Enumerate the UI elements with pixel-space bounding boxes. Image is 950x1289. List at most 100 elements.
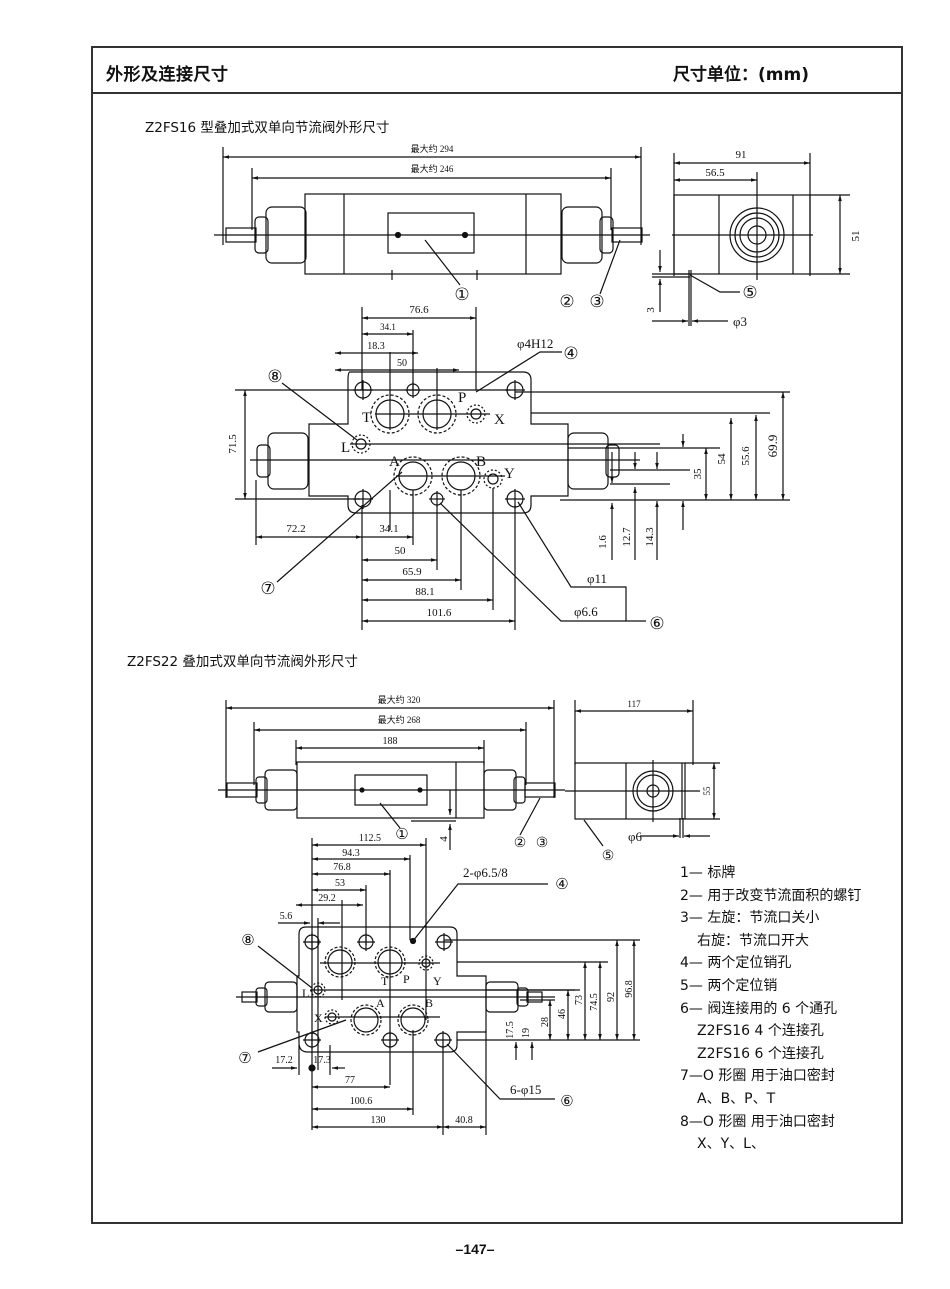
legend-item-5: 5— 两个定位销 [680,977,778,994]
dim-max-246: 最大约 246 [411,163,454,174]
dim-76-6: 76.6 [409,304,429,316]
dim-76-8: 76.8 [333,862,351,873]
page-title: 外形及连接尺寸 [106,65,229,85]
dim-71-5: 71.5 [227,434,239,454]
dim-50: 50 [397,358,407,369]
unit-label: 尺寸单位：(mm) [673,65,809,85]
legend-item-8: 8—O 形圈 用于油口密封 [680,1113,835,1130]
legend-item-7: 7—O 形圈 用于油口密封 [680,1068,835,1085]
holes-6-phi15: 6-φ15 [510,1082,541,1097]
page-number: –147– [455,1241,495,1257]
dim-73: 73 [574,995,585,1005]
hole-phi6-6: φ6.6 [574,604,598,619]
page-frame: 外形及连接尺寸 尺寸单位：(mm) [91,46,903,1224]
dim-40-8: 40.8 [455,1115,473,1126]
callout-2-z22: ② [514,836,527,851]
dim-188: 188 [383,736,398,747]
page-header: 外形及连接尺寸 尺寸单位：(mm) [93,48,901,94]
dim-50-b: 50 [395,545,407,557]
port-x-z22: X [314,1011,323,1025]
dim-92: 92 [606,992,617,1002]
dim-28: 28 [540,1017,551,1027]
legend-item-4: 4— 两个定位销孔 [680,955,792,972]
dim-34-1: 34.1 [380,322,396,332]
callout-6: ⑥ [649,614,664,633]
legend-item-3: 3— 左旋：节流口关小 [680,910,820,927]
z2fs22-bottom-view [236,838,640,1135]
callout-8: ⑧ [267,367,282,386]
port-b: B [476,454,486,470]
legend-item-2: 2— 用于改变节流面积的螺钉 [680,887,862,904]
dim-65-9: 65.9 [402,566,422,578]
port-y: Y [504,466,515,482]
callout-3-z22: ③ [536,836,549,851]
z2fs22-section-title: Z2FS22 叠加式双单向节流阀外形尺寸 [127,654,358,670]
dim-1-6: 1.6 [597,535,609,549]
z2fs16-front-view [214,147,650,295]
callout-1: ① [454,285,469,304]
z2fs16-section-title: Z2FS16 型叠加式双单向节流阀外形尺寸 [145,120,390,136]
port-p: P [458,390,466,406]
parts-legend: 1— 标牌 2— 用于改变节流面积的螺钉 3— 左旋：节流口关小 右旋：节流口开… [680,862,861,1156]
dim-35: 35 [692,468,704,480]
dim-18-3: 18.3 [367,341,385,352]
callout-4-z22: ④ [555,877,568,893]
dim-5-6: 5.6 [280,911,293,922]
dim-117: 117 [627,699,641,709]
port-p-z22: P [403,972,410,986]
dim-phi3: φ3 [733,314,747,329]
dim-94-3: 94.3 [342,848,360,859]
dim-4: 4 [438,836,450,842]
dim-77: 77 [345,1075,355,1086]
dim-72-2: 72.2 [286,523,305,535]
port-t-z22: T [381,974,389,988]
dim-91: 91 [736,149,747,161]
dim-130: 130 [371,1115,386,1126]
z2fs22-side-view [565,700,720,847]
legend-item-6a: Z2FS16 4 个连接孔 [697,1023,824,1040]
port-l-z22: L [302,986,309,1000]
dim-phi6: φ6 [628,829,643,844]
dim-56-5: 56.5 [705,167,725,179]
legend-item-8a: X、Y、L、 [697,1136,765,1153]
z2fs16-side-view [652,153,850,326]
dim-54: 54 [716,453,728,465]
callout-7-z22: ⑦ [238,1051,251,1067]
dim-14-3: 14.3 [644,527,656,547]
dim-53: 53 [335,878,345,889]
dim-55-6: 55.6 [740,446,752,466]
legend-item-1: 1— 标牌 [680,865,736,881]
dim-74-5: 74.5 [589,993,600,1011]
legend-item-7a: A、B、P、T [697,1090,776,1107]
dim-29-2: 29.2 [318,893,336,904]
callout-5: ⑤ [742,283,757,302]
dim-17-3: 17.3 [313,1055,331,1066]
dim-19: 19 [521,1028,532,1038]
callout-7: ⑦ [260,579,275,598]
dim-17-2: 17.2 [275,1055,293,1066]
dim-51: 51 [850,231,862,242]
port-a: A [389,454,400,470]
dim-101-6: 101.6 [427,607,452,619]
callout-8-z22: ⑧ [241,933,254,949]
dim-3: 3 [645,307,657,313]
port-a-z22: A [376,996,385,1010]
callout-1-z22: ① [395,827,408,843]
dim-46: 46 [557,1009,568,1019]
callout-4: ④ [563,344,578,363]
hole-phi11: φ11 [587,571,607,586]
legend-item-6b: Z2FS16 6 个连接孔 [697,1045,824,1062]
dim-max-294: 最大约 294 [411,143,454,154]
callout-2: ② [559,292,574,311]
callout-3: ③ [589,292,604,311]
z2fs22-front-view [218,700,565,850]
dim-17-5: 17.5 [505,1021,516,1039]
dim-100-6: 100.6 [350,1096,373,1107]
port-b-z22: B [425,996,433,1010]
dim-12-7: 12.7 [621,527,633,547]
dim-112-5: 112.5 [359,833,381,844]
dim-34-1-b: 34.1 [379,523,398,535]
port-l: L [341,440,350,456]
dim-55: 55 [702,786,712,796]
